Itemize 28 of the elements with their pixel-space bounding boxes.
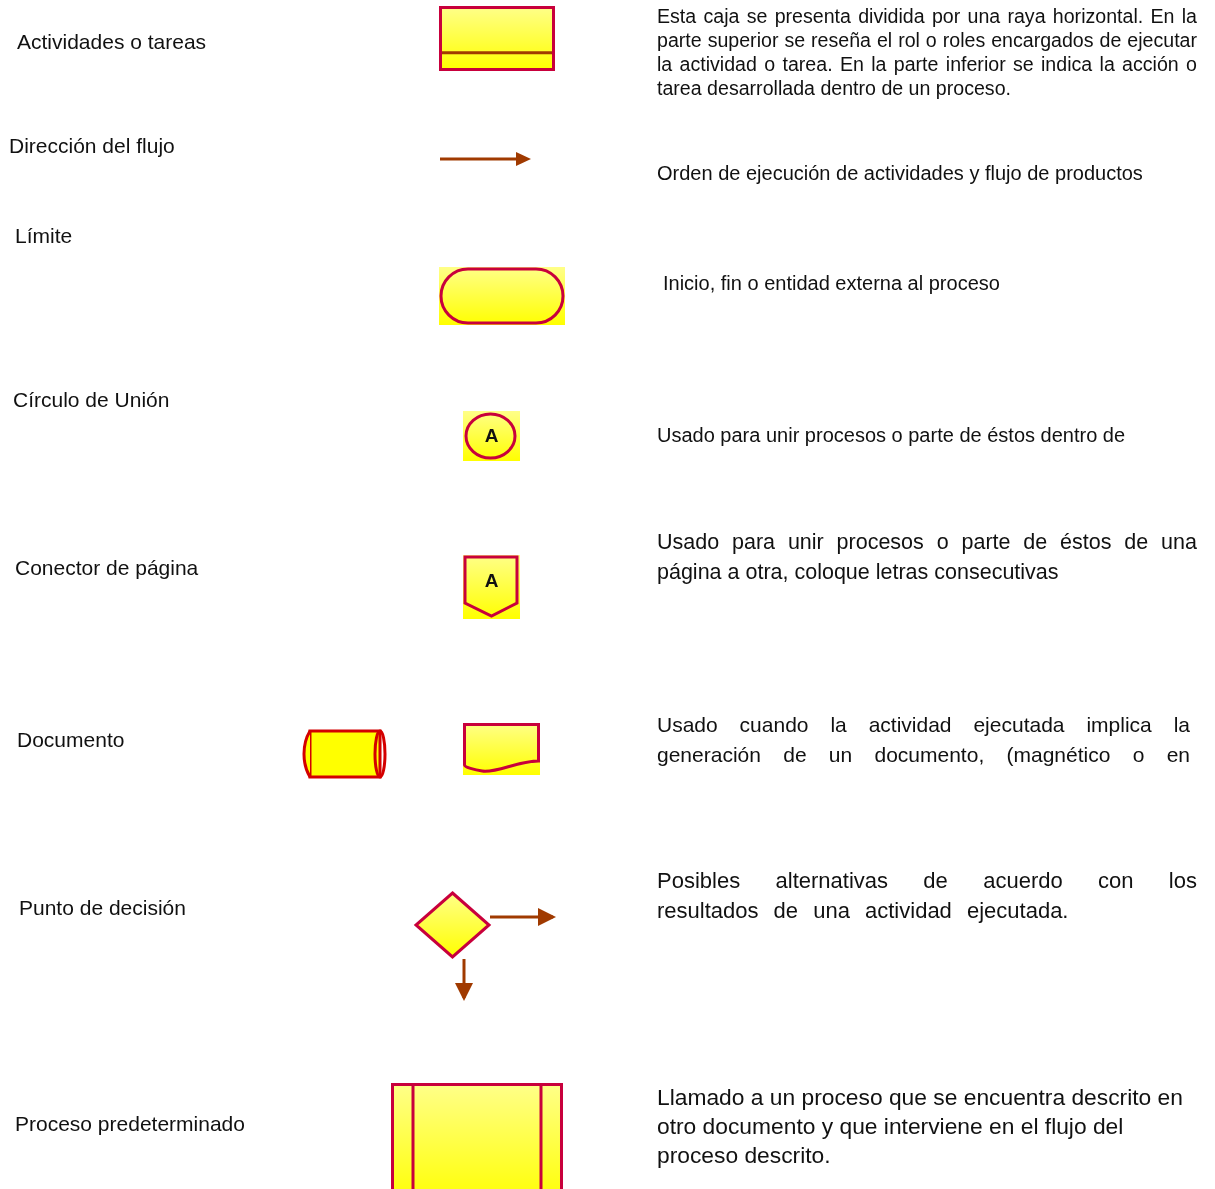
activity-box [439,6,555,71]
document-shape [463,723,540,775]
symbol-description: Inicio, fin o entidad externa al proceso [663,271,1001,296]
symbol-name: Límite [15,224,73,248]
predefined-process-box [391,1083,563,1189]
symbol-name: Proceso predeterminado [15,1112,245,1136]
decision-diamond [415,891,490,959]
symbol-description: Usado para unir procesos o parte de éstos de una página a otra, coloque letras consecutivas [657,529,1197,586]
arrow [490,908,556,926]
symbol-name: Documento [17,728,125,752]
symbol-description: Usado cuando la actividad ejecutada implica la generación de un documento, (magnético o en [657,712,1190,768]
page-connector [463,555,520,619]
symbol-name: Actividades o tareas [17,30,207,54]
connector-circle [463,411,520,461]
connector-letter: A [484,425,499,447]
symbol-name: Conector de página [15,556,199,580]
symbol-name: Dirección del flujo [9,134,175,158]
symbol-description: Posibles alternativas de acuerdo con los resultados de una actividad ejecutada. [657,867,1197,925]
symbol-description: Esta caja se presenta dividida por una raya horizontal. En la parte superior se reseña el rol o roles encargados de ejecutar la actividad o tarea. En la parte inferior se indica la acción o tarea desarrollada dentro de un proceso. [657,4,1197,100]
terminal-shape [439,267,565,325]
arrow [455,959,473,1001]
cylinder-shape [302,729,388,779]
symbol-name: Punto de decisión [19,896,186,920]
symbol-description: Orden de ejecución de actividades y flujo de productos [657,161,1144,186]
symbol-description: Usado para unir procesos o parte de éstos dentro de [657,423,1127,448]
connector-letter: A [484,570,499,592]
symbol-description: Llamado a un proceso que se encuentra descrito en otro documento y que interviene en el flujo del proceso descrito. [657,1083,1184,1170]
symbol-name: Círculo de Unión [13,388,170,412]
